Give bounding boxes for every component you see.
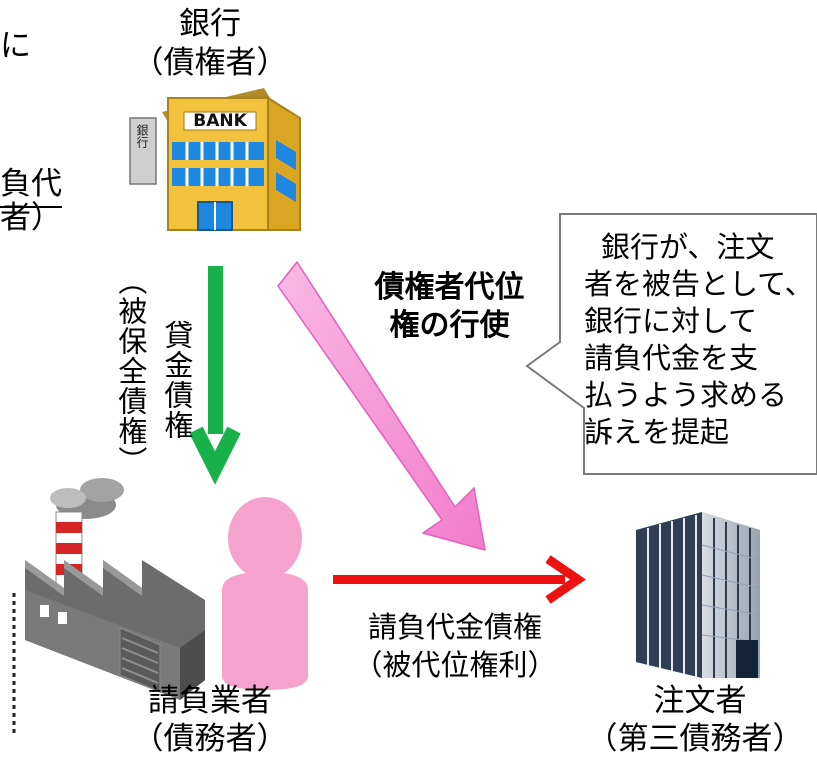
orderer-name: 注文者 bbox=[653, 683, 747, 719]
orderer-building-icon bbox=[636, 512, 761, 678]
left-fragment-1: に bbox=[0, 28, 31, 64]
callout-line-3: 銀行に対して bbox=[584, 304, 758, 338]
callout-line-2: 者を被告として、 bbox=[584, 267, 814, 301]
bank-sign-text: BANK bbox=[193, 111, 247, 131]
callout-line-6: 訴えを提起 bbox=[584, 415, 730, 449]
loan-claim-paren: （被保全債権） bbox=[113, 266, 148, 476]
bank-building-icon bbox=[129, 88, 301, 231]
contractor-person-icon bbox=[222, 497, 308, 690]
callout-bubble bbox=[525, 213, 817, 475]
left-fragment-3: 者） bbox=[0, 200, 62, 236]
bank-role: （債権者） bbox=[132, 45, 288, 81]
subrogation-arrow bbox=[277, 261, 486, 551]
subrogation-label-line2: 権の行使 bbox=[389, 308, 510, 343]
callout-line-5: 払うよう求める bbox=[584, 378, 788, 412]
loan-claim-label: 貸金債権 bbox=[159, 320, 194, 440]
callout-line-1: 銀行が、注文 bbox=[601, 230, 775, 264]
factory-icon bbox=[25, 478, 205, 700]
subrogation-label-line1: 債権者代位 bbox=[374, 270, 525, 305]
left-fragment-2: 負代 bbox=[0, 166, 62, 202]
bank-side-sign: 銀行 bbox=[135, 124, 149, 148]
orderer-role: （第三債務者） bbox=[586, 721, 804, 757]
loan-claim-arrow bbox=[189, 266, 241, 485]
contractor-role: （債務者） bbox=[132, 721, 288, 757]
bank-name: 銀行 bbox=[179, 6, 241, 42]
contract-claim-label: 請負代金債権 bbox=[367, 610, 542, 644]
callout-line-4: 請負代金を支 bbox=[584, 341, 759, 375]
contractor-name: 請負業者 bbox=[148, 683, 272, 719]
contract-claim-paren: （被代位権利） bbox=[353, 648, 557, 682]
contract-claim-arrow bbox=[333, 555, 586, 604]
